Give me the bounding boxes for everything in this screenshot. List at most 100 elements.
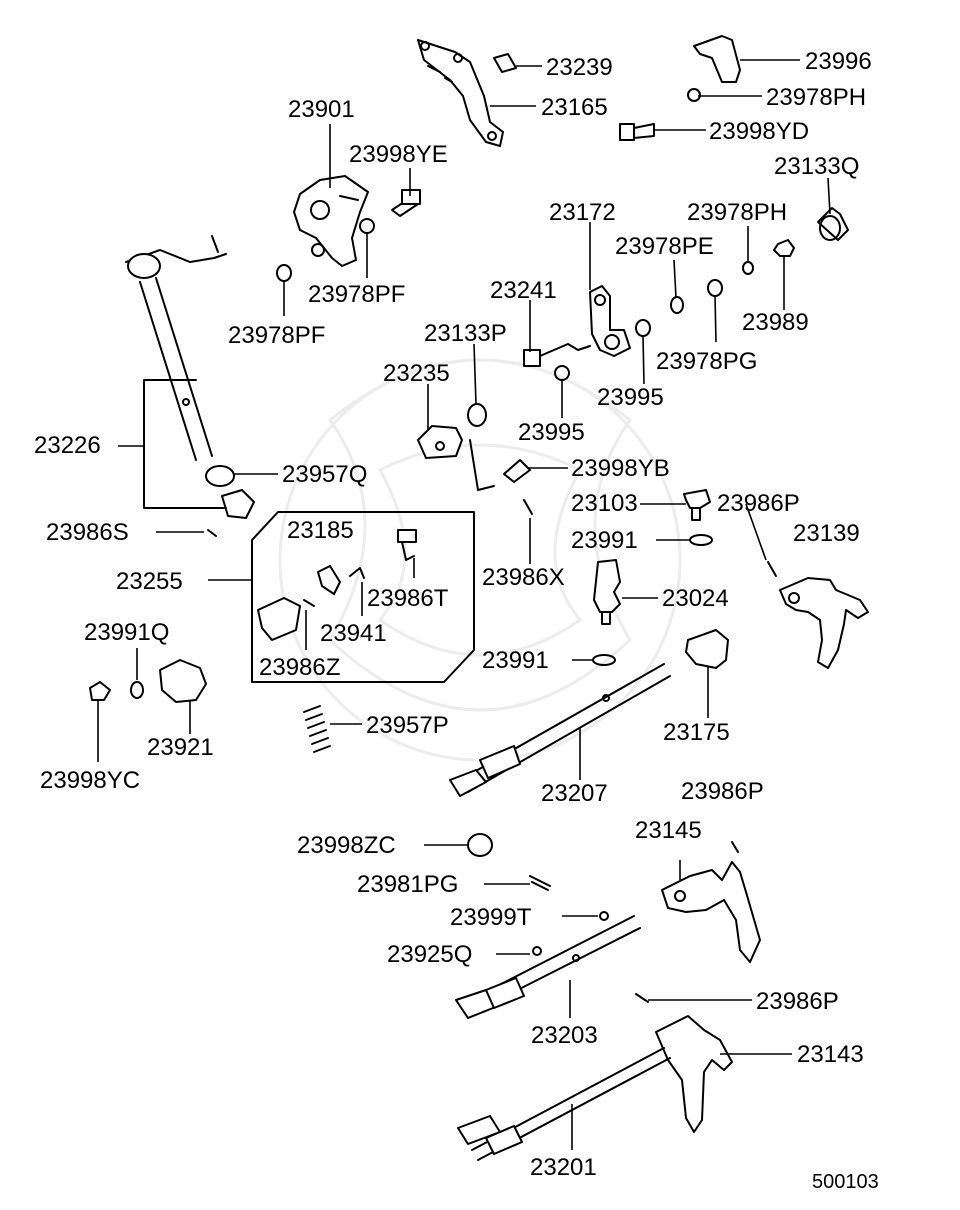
label-23996: 23996 bbox=[805, 48, 872, 75]
part-23103-plug bbox=[683, 489, 711, 521]
part-23986S-pin bbox=[207, 529, 217, 537]
label-23986P-b: 23986P bbox=[681, 778, 764, 805]
part-23998ZC-nut bbox=[467, 833, 493, 857]
label-23978PG: 23978PG bbox=[656, 348, 758, 375]
label-23991-b: 23991 bbox=[482, 647, 549, 674]
label-23986P-c: 23986P bbox=[756, 988, 839, 1015]
part-23139-shift-fork bbox=[779, 577, 869, 669]
part-23978PH-washer-b bbox=[742, 261, 754, 275]
label-23995-b: 23995 bbox=[518, 419, 585, 446]
part-23998YC-bolt bbox=[89, 681, 111, 701]
label-23203: 23203 bbox=[531, 1022, 598, 1049]
part-23941-spring bbox=[349, 567, 365, 579]
part-23986T-pin bbox=[397, 529, 417, 561]
label-23901: 23901 bbox=[288, 96, 355, 123]
label-23991Q: 23991Q bbox=[84, 619, 170, 646]
label-23986S: 23986S bbox=[46, 519, 129, 546]
label-23998YE: 23998YE bbox=[349, 141, 448, 168]
part-23143-shift-fork bbox=[655, 1015, 733, 1133]
part-23201-shift-rail bbox=[457, 1047, 671, 1161]
part-23981PG-spring bbox=[529, 875, 551, 891]
label-23172: 23172 bbox=[549, 199, 616, 226]
part-23978PE-washer bbox=[670, 296, 684, 314]
label-23133P: 23133P bbox=[424, 320, 507, 347]
part-23986P-pin-c bbox=[635, 993, 649, 1003]
label-23165: 23165 bbox=[541, 94, 608, 121]
diagram-reference-number: 500103 bbox=[812, 1171, 879, 1193]
label-23207: 23207 bbox=[541, 780, 608, 807]
leader-lines bbox=[97, 59, 831, 1150]
part-23207-shift-rail bbox=[449, 663, 671, 797]
part-23921-guide bbox=[159, 659, 207, 703]
part-23165-bracket bbox=[417, 39, 504, 147]
label-23235: 23235 bbox=[383, 360, 450, 387]
part-23978PG-washer bbox=[707, 279, 723, 297]
label-23998YC: 23998YC bbox=[40, 767, 141, 794]
label-23175: 23175 bbox=[663, 719, 730, 746]
label-23239: 23239 bbox=[546, 54, 613, 81]
part-23925Q-plunger bbox=[532, 946, 542, 956]
label-23024: 23024 bbox=[662, 585, 729, 612]
part-23235-leader-bracket bbox=[469, 439, 495, 491]
part-23986P-pin-b bbox=[731, 841, 739, 853]
label-23986P-a: 23986P bbox=[717, 490, 800, 517]
part-23133P-seal bbox=[467, 403, 487, 427]
label-23185: 23185 bbox=[287, 517, 354, 544]
part-23172-lever bbox=[589, 285, 631, 357]
bracket-23226 bbox=[143, 379, 227, 509]
label-23921: 23921 bbox=[147, 734, 214, 761]
part-23235-lever bbox=[417, 425, 463, 459]
label-23978PE: 23978PE bbox=[615, 233, 714, 260]
label-23957Q: 23957Q bbox=[282, 461, 368, 488]
part-23255-block bbox=[257, 597, 301, 641]
label-23957P: 23957P bbox=[366, 712, 449, 739]
part-23978PF-washer-b bbox=[276, 264, 292, 282]
label-23226: 23226 bbox=[34, 432, 101, 459]
label-23999T: 23999T bbox=[450, 904, 532, 931]
label-23941: 23941 bbox=[320, 620, 387, 647]
label-23978PH-a: 23978PH bbox=[766, 84, 867, 111]
watermark-logo bbox=[278, 358, 682, 762]
label-23978PF-a: 23978PF bbox=[308, 281, 406, 308]
part-23226-shift-rod bbox=[125, 235, 227, 461]
part-23998YD-bolt bbox=[619, 123, 655, 141]
label-23998YD: 23998YD bbox=[709, 118, 810, 145]
part-23145-shift-fork bbox=[661, 861, 761, 963]
part-23989-nut bbox=[773, 239, 795, 257]
label-23145: 23145 bbox=[635, 817, 702, 844]
part-23203-shift-rail bbox=[455, 915, 641, 1019]
part-23998YE-bolt bbox=[391, 189, 421, 217]
label-23255: 23255 bbox=[116, 568, 183, 595]
part-23978PF-washer-a bbox=[359, 218, 375, 234]
part-23998YB-bolt bbox=[503, 459, 531, 483]
label-23986Z: 23986Z bbox=[259, 654, 341, 681]
label-23978PF-b: 23978PF bbox=[228, 322, 326, 349]
part-23991-washer-a bbox=[689, 534, 713, 546]
label-23241: 23241 bbox=[490, 277, 557, 304]
part-23185-lever bbox=[317, 565, 341, 595]
label-23201: 23201 bbox=[530, 1154, 597, 1181]
part-23986X-pin bbox=[523, 499, 533, 515]
part-23991Q-washer bbox=[130, 681, 144, 699]
part-23024-switch bbox=[593, 559, 621, 625]
part-23901-lever bbox=[293, 175, 369, 267]
label-23986T: 23986T bbox=[367, 585, 449, 612]
part-23226-lower-block bbox=[221, 489, 255, 519]
label-23981PG: 23981PG bbox=[357, 871, 459, 898]
part-23239-clip bbox=[493, 53, 517, 73]
part-23175-block bbox=[685, 629, 729, 669]
part-23995-bushing-a bbox=[635, 319, 651, 337]
label-23925Q: 23925Q bbox=[387, 941, 473, 968]
label-23139: 23139 bbox=[793, 520, 860, 547]
part-23996-bracket bbox=[693, 35, 741, 83]
label-23998ZC: 23998ZC bbox=[297, 832, 396, 859]
label-23998YB: 23998YB bbox=[571, 455, 670, 482]
label-23991-a: 23991 bbox=[571, 527, 638, 554]
part-23957P-spring bbox=[303, 705, 331, 753]
label-23978PH-b: 23978PH bbox=[687, 199, 788, 226]
label-23995-a: 23995 bbox=[597, 384, 664, 411]
part-23241-link bbox=[523, 343, 591, 367]
label-23143: 23143 bbox=[797, 1041, 864, 1068]
